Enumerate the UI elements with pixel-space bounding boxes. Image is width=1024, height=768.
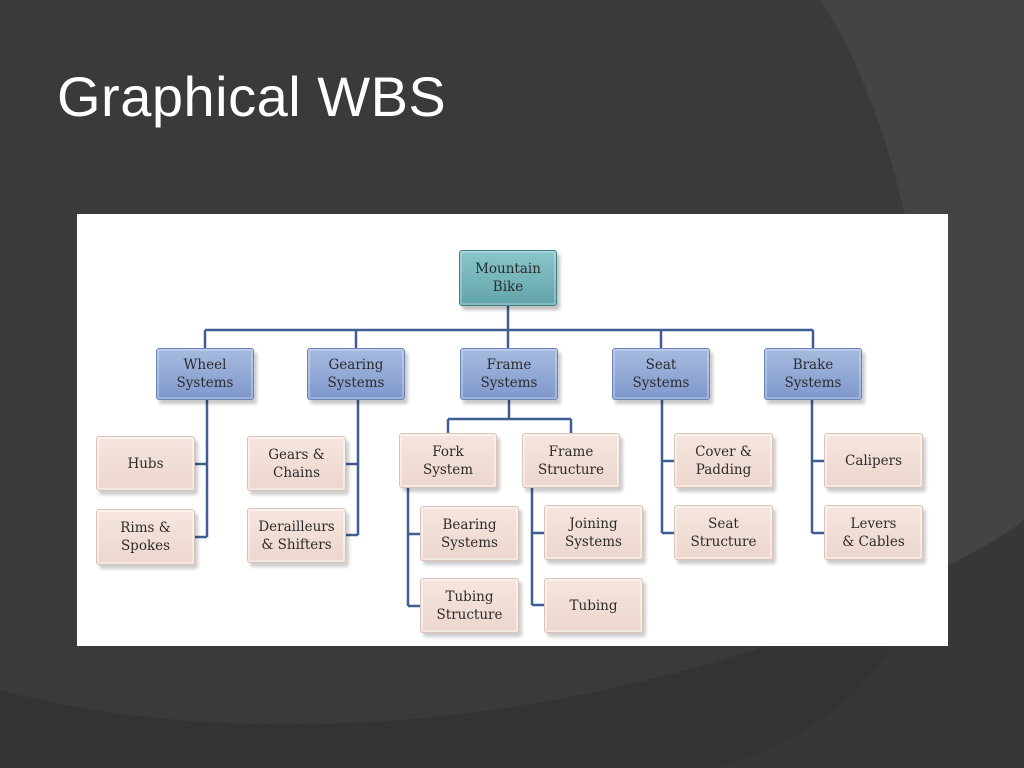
wbs-node-seat-systems: Seat Systems xyxy=(612,348,710,400)
wbs-node-wheel-systems: Wheel Systems xyxy=(156,348,254,400)
wbs-node-fork-system: Fork System xyxy=(399,433,497,488)
wbs-node-derailleurs-shifters: Derailleurs & Shifters xyxy=(247,508,346,563)
wbs-node-brake-systems: Brake Systems xyxy=(764,348,862,400)
wbs-node-frame-structure: Frame Structure xyxy=(522,433,620,488)
wbs-connector-lines xyxy=(195,306,824,608)
wbs-node-rims-spokes: Rims & Spokes xyxy=(96,509,195,565)
wbs-node-hubs: Hubs xyxy=(96,436,195,491)
wbs-node-calipers: Calipers xyxy=(824,433,923,488)
wbs-node-gearing-systems: Gearing Systems xyxy=(307,348,405,400)
wbs-node-bearing-systems: Bearing Systems xyxy=(420,506,519,561)
wbs-diagram: Mountain Bike Wheel Systems Gearing Syst… xyxy=(77,214,948,646)
wbs-node-levers-cables: Levers & Cables xyxy=(824,505,923,560)
wbs-node-joining-systems: Joining Systems xyxy=(544,505,643,560)
wbs-node-tubing-structure: Tubing Structure xyxy=(420,578,519,633)
wbs-node-mountain-bike: Mountain Bike xyxy=(459,250,557,306)
wbs-node-gears-chains: Gears & Chains xyxy=(247,436,346,491)
wbs-node-cover-padding: Cover & Padding xyxy=(674,433,773,488)
wbs-node-tubing: Tubing xyxy=(544,578,643,633)
wbs-node-frame-systems: Frame Systems xyxy=(460,348,558,400)
wbs-node-seat-structure: Seat Structure xyxy=(674,505,773,560)
slide-title: Graphical WBS xyxy=(57,65,447,128)
